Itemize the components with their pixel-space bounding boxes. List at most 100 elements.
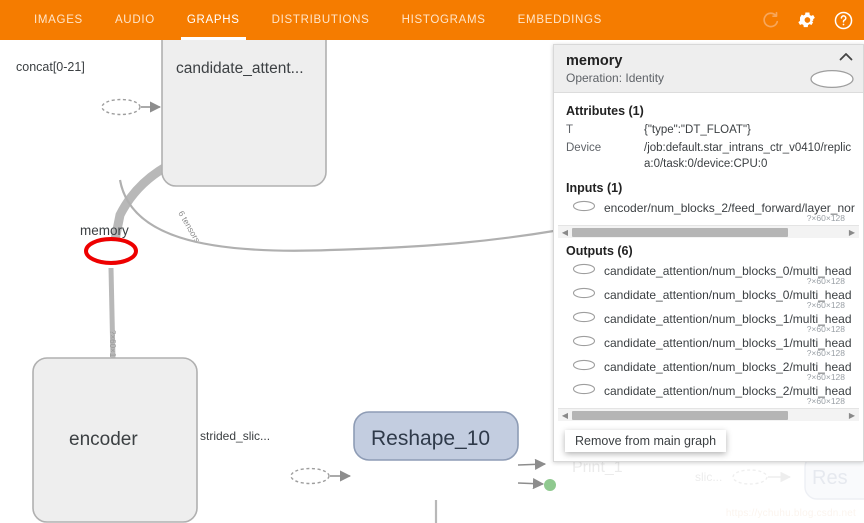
scroll-left-icon[interactable]: ◀ (561, 228, 569, 237)
output-node-glyph-icon (572, 311, 596, 326)
tab-histograms[interactable]: HISTOGRAMS (386, 0, 502, 40)
refresh-icon[interactable] (760, 9, 782, 31)
attributes-heading: Attributes (1) (566, 104, 644, 118)
output-shape: ?×60×128 (806, 300, 845, 310)
tab-distributions[interactable]: DISTRIBUTIONS (256, 0, 386, 40)
faded-node-reshape-right-label: Res (812, 467, 848, 489)
node-info-header: memory Operation: Identity (554, 45, 863, 93)
edge-reshape-bottom: ? (434, 500, 438, 523)
tab-audio[interactable]: AUDIO (99, 0, 171, 40)
output-shape: ?×60×128 (806, 372, 845, 382)
scroll-thumb[interactable] (572, 411, 788, 420)
output-name: candidate_attention/num_blocks_2/multi_h… (604, 383, 852, 398)
node-encoder[interactable]: encoder (32, 357, 198, 523)
output-name: candidate_attention/num_blocks_1/multi_h… (604, 311, 852, 326)
tab-graphs[interactable]: GRAPHS (171, 0, 256, 40)
attribute-value-device: /job:default.star_intrans_ctr_v0410/repl… (644, 142, 852, 170)
gear-icon[interactable] (796, 9, 818, 31)
node-info-title: memory (566, 53, 623, 69)
output-node-glyph-icon (572, 287, 596, 302)
output-name: candidate_attention/num_blocks_0/multi_h… (604, 263, 852, 278)
node-candidate-attention-label: candidate_attent... (176, 60, 304, 77)
context-menu-item-remove-from-main-graph[interactable]: Remove from main graph (575, 434, 717, 448)
scroll-left-icon[interactable]: ◀ (561, 411, 569, 420)
nav-tab-list: IMAGES AUDIO GRAPHS DISTRIBUTIONS HISTOG… (18, 0, 618, 40)
tab-images[interactable]: IMAGES (18, 0, 99, 40)
output-row[interactable]: candidate_attention/num_blocks_1/multi_h… (554, 334, 863, 350)
node-info-panel: memory Operation: Identity Attributes (1… (553, 44, 864, 462)
output-node-glyph-icon (572, 263, 596, 278)
node-reshape-10-label: Reshape_10 (371, 427, 490, 450)
input-name: encoder/num_blocks_2/feed_forward/layer_… (604, 200, 855, 215)
faded-node-print1-label: Print_1 (572, 459, 623, 476)
tab-histograms-label: HISTOGRAMS (401, 14, 486, 26)
edge-encoder-to-reshape (290, 467, 352, 485)
faded-graph-region: Print_1 slic... Res (572, 454, 864, 500)
input-row[interactable]: encoder/num_blocks_2/feed_forward/layer_… (554, 199, 863, 215)
outputs-heading: Outputs (6) (566, 244, 633, 258)
attribute-row-device: Device /job:default.star_intrans_ctr_v04… (554, 140, 863, 174)
inputs-heading: Inputs (1) (566, 181, 623, 195)
edge-label-six-tensors: 6 tensors (176, 209, 202, 244)
concat-annotation-ellipse[interactable] (101, 98, 141, 116)
watermark-text: https://ychuhu.blog.csdn.net (725, 508, 856, 519)
scroll-thumb[interactable] (572, 228, 788, 237)
attribute-key-device: Device (566, 142, 602, 154)
attribute-key-t: T (566, 124, 574, 136)
output-row[interactable]: candidate_attention/num_blocks_0/multi_h… (554, 262, 863, 278)
attribute-value-t: {"type":"DT_FLOAT"} (644, 124, 751, 136)
faded-annotation-ellipse (732, 469, 768, 485)
tab-audio-label: AUDIO (114, 14, 155, 26)
node-memory[interactable]: memory (80, 223, 138, 265)
input-node-glyph-icon (572, 200, 596, 215)
node-glyph-icon (809, 69, 855, 92)
output-node-glyph-icon (572, 359, 596, 374)
memory-highlight-annotation (84, 237, 138, 265)
output-name: candidate_attention/num_blocks_0/multi_h… (604, 287, 852, 302)
tab-embeddings-label: EMBEDDINGS (517, 14, 602, 26)
help-icon[interactable] (832, 9, 854, 31)
output-shape: ?×60×128 (806, 276, 845, 286)
input-shape: ?×60×128 (806, 213, 845, 223)
node-memory-label: memory (80, 223, 129, 238)
edge-label-memory-shape: ?×60×128 (108, 330, 117, 367)
output-row[interactable]: candidate_attention/num_blocks_2/multi_h… (554, 358, 863, 374)
inputs-horizontal-scrollbar[interactable]: ◀ ▶ (558, 225, 859, 238)
node-encoder-label: encoder (69, 429, 138, 450)
output-row[interactable]: candidate_attention/num_blocks_1/multi_h… (554, 310, 863, 326)
output-shape: ?×60×128 (806, 396, 845, 406)
tab-distributions-label: DISTRIBUTIONS (271, 14, 370, 26)
tab-images-label: IMAGES (34, 14, 83, 26)
chevron-up-icon[interactable] (839, 51, 853, 65)
node-concat-label: concat[0-21] (16, 60, 85, 74)
attribute-row-t: T {"type":"DT_FLOAT"} (554, 122, 863, 140)
output-node-glyph-icon (572, 383, 596, 398)
output-shape: ?×60×128 (806, 348, 845, 358)
edge-reshape-right (517, 458, 556, 491)
output-row[interactable]: candidate_attention/num_blocks_2/multi_h… (554, 382, 863, 398)
top-navigation-bar: IMAGES AUDIO GRAPHS DISTRIBUTIONS HISTOG… (0, 0, 864, 40)
edge-concat-to-candidate (101, 98, 162, 116)
nav-action-group (760, 0, 854, 40)
strided-slice-annotation-ellipse[interactable] (290, 467, 330, 485)
node-info-subtitle: Operation: Identity (566, 71, 665, 85)
output-node-glyph-icon (572, 335, 596, 350)
output-shape: ?×60×128 (806, 324, 845, 334)
outputs-horizontal-scrollbar[interactable]: ◀ ▶ (558, 408, 859, 421)
node-candidate-attention[interactable]: candidate_attent... (161, 40, 327, 187)
scroll-right-icon[interactable]: ▶ (848, 228, 856, 237)
faded-node-slice-label: slic... (695, 470, 722, 484)
tab-embeddings[interactable]: EMBEDDINGS (502, 0, 618, 40)
node-strided-slice-label: strided_slic... (200, 429, 270, 443)
edge-memory-to-encoder: ?×60×128 (108, 267, 117, 367)
node-reshape-10[interactable]: Reshape_10 (353, 411, 519, 461)
scroll-right-icon[interactable]: ▶ (848, 411, 856, 420)
tab-graphs-label: GRAPHS (186, 14, 240, 26)
output-row[interactable]: candidate_attention/num_blocks_0/multi_h… (554, 286, 863, 302)
output-name: candidate_attention/num_blocks_2/multi_h… (604, 359, 852, 374)
reference-edge-dot (544, 479, 556, 491)
node-info-body: Attributes (1) T {"type":"DT_FLOAT"} Dev… (554, 93, 863, 461)
output-name: candidate_attention/num_blocks_1/multi_h… (604, 335, 852, 350)
context-menu[interactable]: Remove from main graph (565, 430, 727, 452)
